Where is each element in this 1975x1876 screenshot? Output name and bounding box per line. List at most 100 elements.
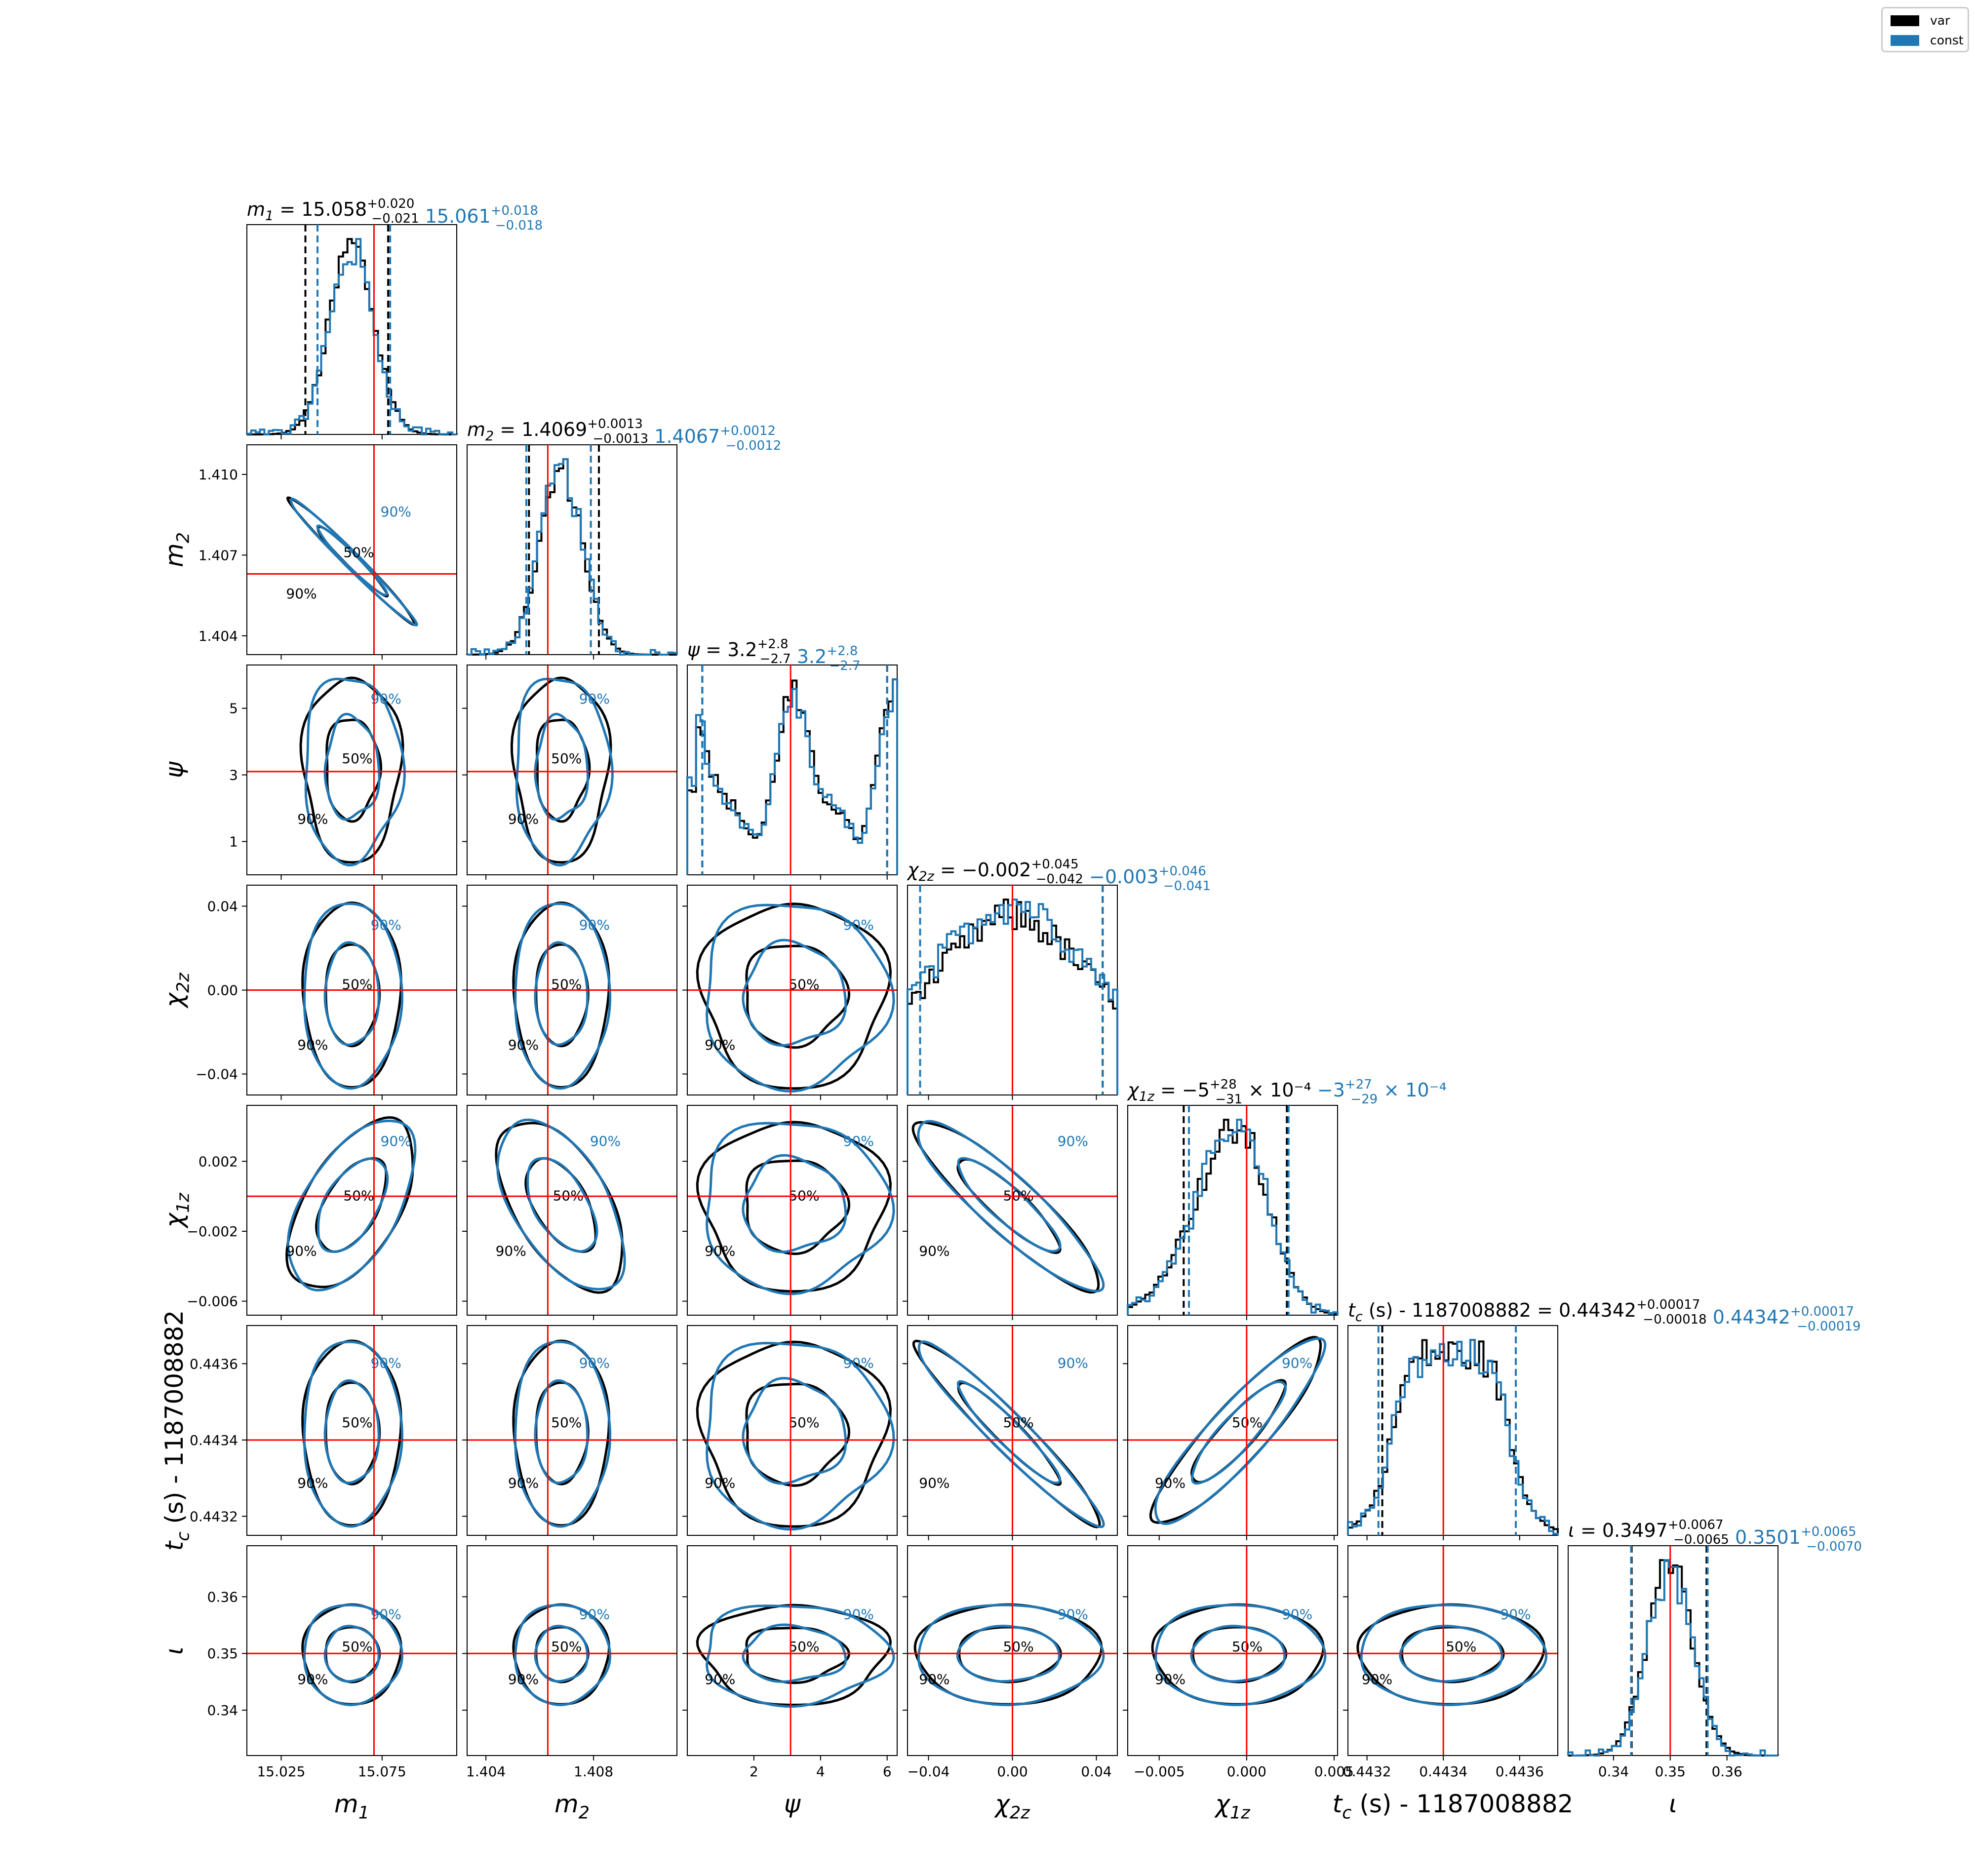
hist-const-m1 [246,238,457,435]
panel-tc-vs-psi: 50%90%90% [687,1325,898,1536]
contour-label-90-const-panel-chi1z-vs-m2: 90% [590,1133,621,1149]
contour-label-90-const-panel-tc-vs-psi: 90% [843,1355,874,1371]
frame-panel-chi1z-vs-m2 [467,1105,677,1316]
legend-item-const: const [1891,33,1964,47]
hist-const-iota [1567,1559,1778,1757]
frame-panel-m2-vs-m1 [246,444,457,655]
contour-label-90-const-panel-iota-vs-chi1z: 90% [1282,1606,1312,1623]
ytick-label-m2-0: 1.404 [198,628,238,644]
contour-var-50-panel-m2-vs-m1 [316,525,389,598]
contours-panel-iota-vs-m1: 50%90%90% [297,1603,404,1707]
contour-label-90-const-panel-chi1z-vs-psi: 90% [843,1133,874,1149]
frame-panel-iota-vs-m1 [246,1545,457,1756]
contours-panel-chi1z-vs-m1: 50%90%90% [285,1116,417,1291]
contour-var-50-panel-chi1z-vs-m1 [315,1157,388,1253]
panel-tc-vs-m1: 50%90%90% [246,1325,457,1536]
ytick-label-tc-1: 0.4434 [190,1432,238,1448]
xlabel-chi2z: χ2z [993,1790,1030,1823]
frame-panel-tc-vs-m1 [246,1325,457,1536]
contour-label-90-panel-iota-vs-tc: 90% [1362,1671,1392,1687]
frame-panel-iota-vs-chi1z [1127,1545,1338,1756]
xtick-label-chi2z-0: −0.04 [908,1763,950,1780]
xlabel-m2: m2 [554,1790,590,1823]
xtick-label-tc-1: 0.4434 [1419,1763,1467,1780]
ytick-label-psi-1: 3 [229,767,238,783]
contour-label-90-panel-tc-vs-chi1z: 90% [1155,1475,1185,1491]
xtick-label-psi-0: 2 [750,1763,758,1780]
contour-label-50-panel-iota-vs-tc: 50% [1446,1639,1476,1655]
contour-const-50-panel-chi1z-vs-psi [742,1154,847,1253]
contour-var-50-panel-chi1z-vs-m2 [524,1157,597,1253]
contours-panel-iota-vs-chi1z: 50%90%90% [1151,1603,1327,1707]
frame-panel-psi-vs-m1 [246,664,457,875]
contour-const-50-panel-chi2z-vs-psi [742,938,847,1047]
ylabel-chi2z: χ2z [160,973,194,1009]
ytick-label-m2-1: 1.407 [198,547,238,563]
contour-label-50-panel-tc-vs-chi2z: 50% [1003,1414,1033,1431]
contour-var-50-panel-chi1z-vs-chi2z [956,1158,1062,1254]
hist-var-iota [1567,1559,1779,1757]
panel-iota-vs-chi1z: 50%90%90% [1127,1545,1338,1756]
panel-iota-vs-chi2z: 50%90%90% [907,1545,1118,1756]
hist-title-m2: m2 = 1.4069+0.0013−0.0013 1.4067+0.0012−… [467,417,781,453]
contours-panel-tc-vs-chi2z: 50%90%90% [912,1339,1105,1528]
panel-tc-vs-chi2z: 50%90%90% [907,1325,1118,1536]
frame-panel-chi1z-vs-m1 [246,1105,457,1316]
contour-label-50-panel-tc-vs-m2: 50% [551,1414,582,1431]
contour-label-90-panel-chi2z-vs-m2: 90% [508,1037,539,1053]
contour-label-90-panel-psi-vs-m1: 90% [297,811,328,827]
contour-label-90-panel-chi1z-vs-psi: 90% [705,1243,735,1259]
contour-label-90-const-panel-tc-vs-m1: 90% [371,1355,401,1371]
hist-const-chi1z [1127,1119,1339,1315]
contour-label-90-const-panel-iota-vs-m2: 90% [579,1606,610,1623]
frame-panel-chi1z-vs-psi [687,1105,898,1316]
contour-label-90-const-panel-psi-vs-m2: 90% [579,691,610,707]
xlabel-chi1z: χ1z [1214,1790,1250,1823]
xtick-label-m1-0: 15.025 [257,1763,305,1780]
contour-label-90-panel-chi1z-vs-m2: 90% [496,1243,526,1259]
contour-const-90-panel-tc-vs-m1 [303,1340,404,1528]
contour-const-90-panel-chi2z-vs-psi [706,903,895,1093]
legend-swatch-const [1891,35,1919,46]
contour-label-90-panel-iota-vs-psi: 90% [705,1671,735,1687]
ytick-label-chi1z-0: −0.006 [187,1293,238,1310]
contour-const-50-panel-chi2z-vs-m2 [534,941,589,1046]
contour-const-50-panel-tc-vs-chi1z [1190,1380,1287,1485]
contour-var-50-panel-psi-vs-m2 [535,718,591,823]
xtick-label-psi-1: 4 [816,1763,825,1780]
contours-panel-tc-vs-m1: 50%90%90% [297,1339,404,1528]
legend-label-const: const [1930,33,1964,47]
contour-label-90-panel-iota-vs-chi1z: 90% [1155,1671,1185,1687]
contour-label-50-panel-iota-vs-m2: 50% [551,1639,582,1655]
ytick-label-chi1z-2: 0.002 [198,1153,238,1170]
contour-label-90-const-panel-chi2z-vs-m2: 90% [579,917,610,933]
ytick-label-chi1z-1: −0.002 [187,1223,238,1240]
panel-chi2z-vs-m2: 50%90%90% [467,885,677,1095]
contour-label-90-const-panel-iota-vs-m1: 90% [371,1606,401,1623]
contour-const-90-panel-tc-vs-chi2z [917,1340,1105,1528]
hist-title-chi2z: χ2z = −0.002+0.045−0.042 −0.003+0.046−0.… [907,857,1211,894]
hist-frame-tc [1347,1325,1558,1536]
contour-const-50-panel-chi1z-vs-chi2z [957,1157,1062,1253]
contour-label-50-panel-psi-vs-m2: 50% [551,750,582,767]
legend-item-var: var [1891,13,1950,28]
contours-panel-iota-vs-tc: 50%90%90% [1356,1603,1548,1707]
contours-panel-iota-vs-m2: 50%90%90% [508,1603,612,1707]
frame-panel-psi-vs-m2 [467,664,677,875]
panel-chi2z-vs-m1: 50%90%90% [246,885,457,1095]
frame-panel-iota-vs-psi [687,1545,898,1756]
contour-label-50-panel-iota-vs-psi: 50% [789,1639,819,1655]
frame-panel-tc-vs-m2 [467,1325,677,1536]
contour-const-50-panel-psi-vs-m1 [323,712,381,821]
hist-title-chi1z: χ1z = −5+28−31 × 10⁻⁴ −3+27−29 × 10⁻⁴ [1127,1077,1447,1107]
panel-chi1z-vs-chi2z: 50%90%90% [907,1105,1118,1316]
contour-label-90-const-panel-tc-vs-chi1z: 90% [1282,1355,1312,1371]
xtick-label-chi1z-1: 0.000 [1227,1763,1266,1780]
contour-label-90-panel-m2-vs-m1: 90% [286,586,316,602]
frame-panel-iota-vs-tc [1347,1545,1558,1756]
panel-chi1z-vs-m1: 50%90%90% [246,1105,457,1316]
hist-const-tc [1347,1339,1559,1535]
xtick-label-chi2z-2: 0.04 [1081,1763,1111,1780]
contour-label-90-panel-chi2z-vs-psi: 90% [705,1037,735,1053]
legend-swatch-var [1891,15,1919,26]
